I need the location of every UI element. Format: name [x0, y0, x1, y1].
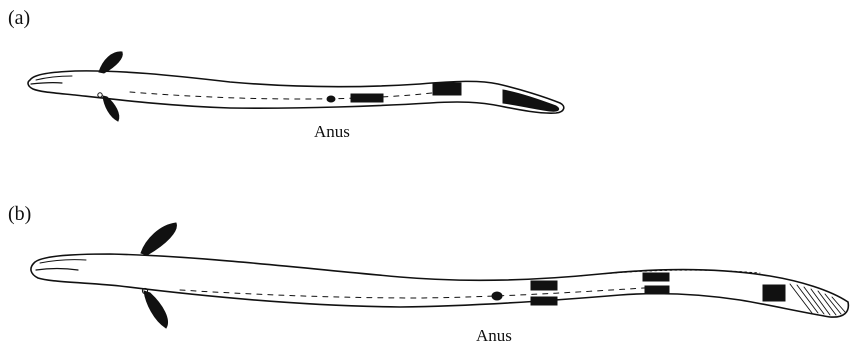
larva-b-pigment-5 [763, 285, 785, 301]
larva-a-anus-spot [327, 96, 335, 102]
larva-b-pigment-1 [531, 281, 557, 290]
larva-b-pigment-4 [645, 286, 669, 294]
larva-b-upper-fin [141, 223, 176, 255]
panel-label-a: (a) [8, 8, 30, 28]
larva-b-pigment-2 [531, 297, 557, 305]
larva-b-anus-spot [492, 292, 502, 300]
larva-a-pigment-1 [351, 94, 383, 102]
panel-label-b: (b) [8, 204, 31, 224]
anus-callout-a: Anus [314, 123, 350, 140]
larva-b [31, 223, 848, 328]
larva-a-pigment-2 [433, 83, 461, 95]
larva-a-upper-fin [99, 52, 122, 73]
larva-b-lower-fin [144, 291, 168, 328]
anus-callout-b: Anus [476, 327, 512, 344]
larva-b-pigment-3 [643, 273, 669, 281]
larva-a [28, 52, 564, 121]
